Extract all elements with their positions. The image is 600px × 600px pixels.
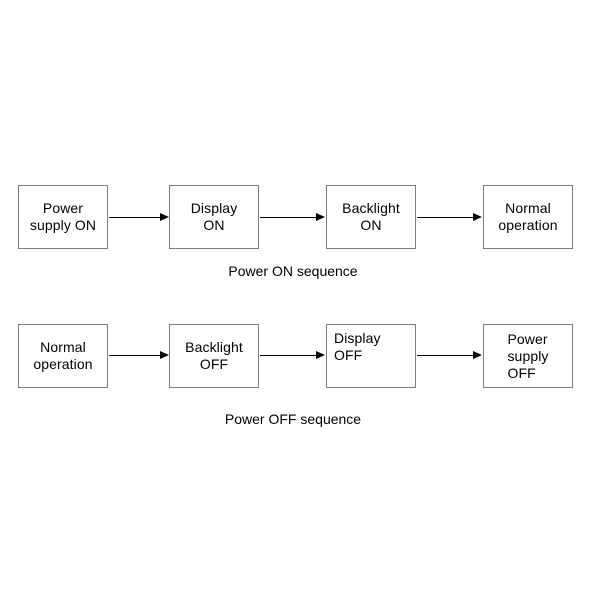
arrow-head-icon [316,213,325,221]
node-label: Backlight ON [342,200,400,233]
arrow-shaft [109,355,161,356]
arrow-shaft [417,355,474,356]
arrow-head-icon [160,351,169,359]
caption-power-on-sequence: Power ON sequence [228,263,358,279]
node-label: Display ON [190,200,238,233]
node-label: Backlight OFF [185,339,243,372]
arrow-head-icon [473,351,482,359]
node-label: Display OFF [334,330,381,363]
node-power-supply-on[interactable]: Power supply ON [18,185,108,249]
arrow-power-supply-on-to-display-on [109,213,169,222]
node-normal-operation-off[interactable]: Normal operation [18,324,108,388]
arrow-shaft [417,217,474,218]
arrow-head-icon [160,213,169,221]
node-label: Power supply OFF [507,330,549,381]
node-label: Normal operation [498,200,558,233]
node-backlight-off[interactable]: Backlight OFF [169,324,259,388]
node-power-supply-off[interactable]: Power supply OFF [483,324,573,388]
arrow-head-icon [316,351,325,359]
node-display-off[interactable]: Display OFF [326,324,416,388]
arrow-head-icon [473,213,482,221]
node-backlight-on[interactable]: Backlight ON [326,185,416,249]
caption-power-off-sequence: Power OFF sequence [224,411,362,427]
node-display-on[interactable]: Display ON [169,185,259,249]
arrow-normal-operation-to-backlight-off [109,351,169,360]
arrow-shaft [260,217,317,218]
arrow-shaft [109,217,161,218]
node-normal-operation-on[interactable]: Normal operation [483,185,573,249]
node-label: Normal operation [33,339,93,372]
arrow-shaft [260,355,317,356]
node-label: Power supply ON [29,200,97,233]
arrow-display-on-to-backlight-on [260,213,325,222]
arrow-display-off-to-power-supply-off [417,351,482,360]
arrow-backlight-on-to-normal-operation [417,213,482,222]
arrow-backlight-off-to-display-off [260,351,325,360]
